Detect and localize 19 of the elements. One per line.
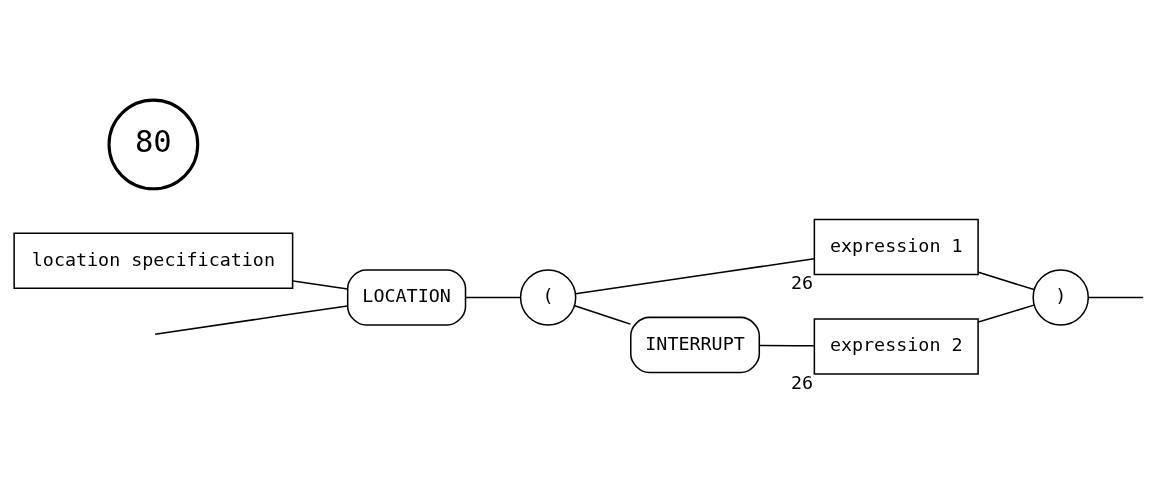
connector (464, 296, 522, 299)
node-box: expression 1 (813, 218, 979, 276)
connector (574, 258, 815, 295)
connector (154, 305, 349, 335)
node-box: location specification (13, 232, 294, 290)
node-circle: ( (519, 269, 577, 326)
node-box: LOCATION (346, 269, 467, 326)
node-box: expression 2 (813, 318, 979, 375)
connector (977, 304, 1035, 323)
node-label: 26 (791, 272, 814, 294)
node-circle: 80 (107, 98, 200, 191)
connector (759, 344, 815, 347)
connector (977, 271, 1035, 291)
connector (1087, 296, 1144, 299)
node-circle: ) (1032, 269, 1089, 326)
connector (573, 305, 632, 325)
connector (292, 280, 349, 290)
node-label: 26 (791, 371, 814, 393)
node-box: INTERRUPT (630, 316, 761, 374)
